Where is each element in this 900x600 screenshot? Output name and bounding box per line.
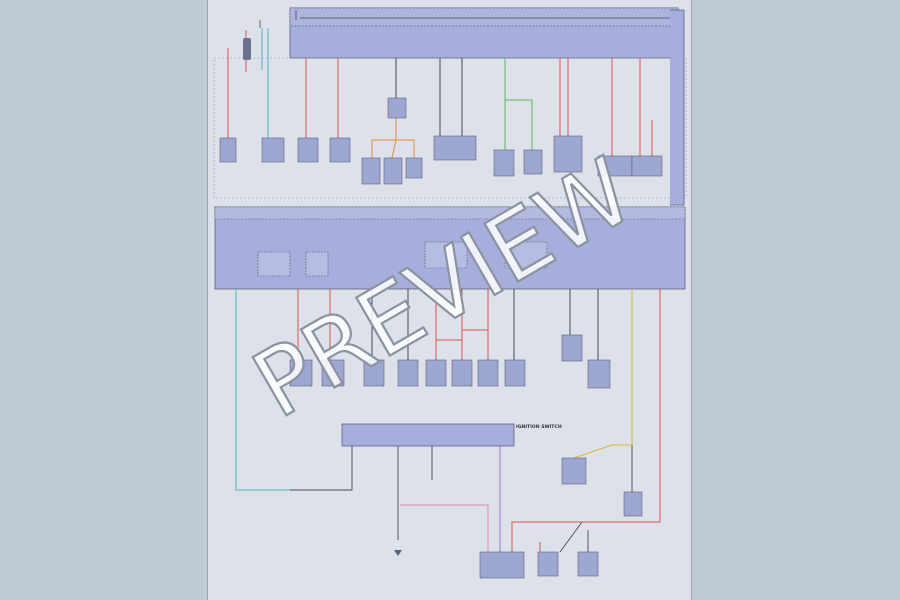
- bottom-components: [394, 550, 599, 579]
- middle-wires: [235, 289, 661, 552]
- relay-block-4: [504, 241, 548, 269]
- ignition-switch-bar: [341, 423, 515, 447]
- middle-components: [289, 334, 643, 517]
- top-module-lower-block: [213, 57, 687, 199]
- middle-module-header: [214, 206, 686, 220]
- top-wires: [227, 10, 653, 159]
- module-connector-path: [670, 9, 685, 206]
- top-components: [219, 38, 663, 185]
- relay-block-2: [305, 251, 329, 277]
- ignition-switch-label: IGNITION SWITCH: [516, 424, 562, 430]
- relay-block-1: [257, 251, 291, 277]
- bottom-wires: [290, 446, 589, 553]
- top-fuse-module-header: [289, 7, 679, 27]
- relay-block-3: [424, 241, 468, 269]
- schematic-sheet: [207, 0, 692, 600]
